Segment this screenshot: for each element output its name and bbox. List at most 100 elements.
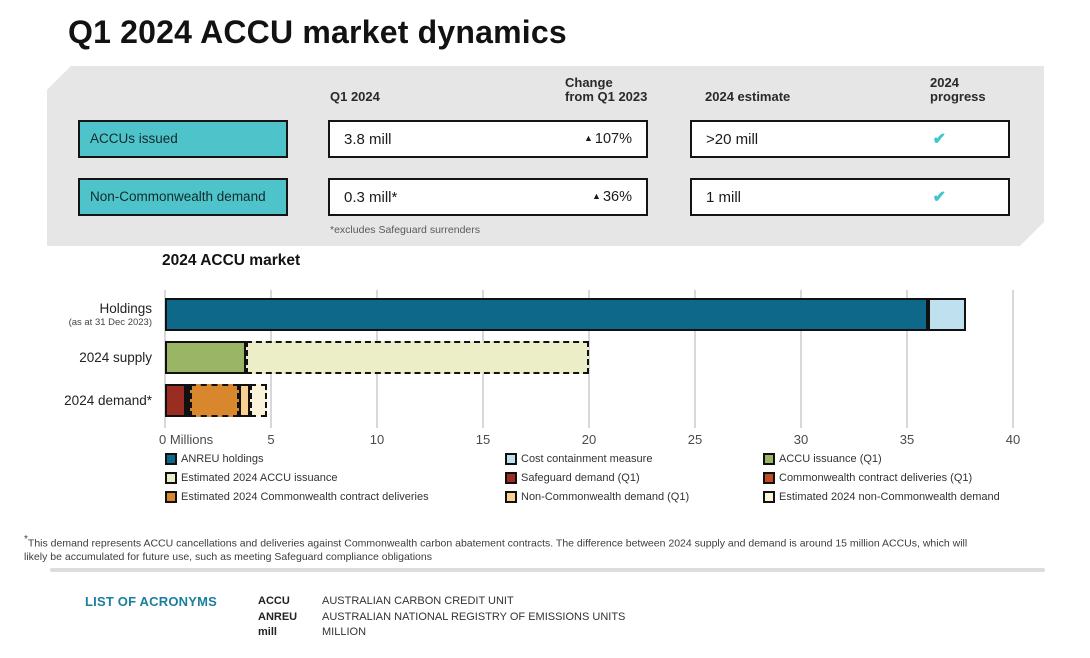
legend-swatch-icon [505,491,517,503]
bar-row-label: 2024 supply [0,341,152,374]
chart-footnote: *This demand represents ACCU cancellatio… [24,533,984,565]
footnote-asterisk: * [24,534,28,545]
gridline [588,290,590,428]
summary-footnote: *excludes Safeguard surrenders [330,224,481,236]
column-header-progress-line1: 2024 [930,75,959,90]
acronym-row: ANREU AUSTRALIAN NATIONAL REGISTRY OF EMI… [258,610,625,626]
bar-row-sublabel: (as at 31 Dec 2023) [68,317,152,328]
accu-market-bar-chart: 2024 ACCU market 0 Millions 5 10 15 20 25 30 35… [0,250,1090,535]
gridline [694,290,696,428]
legend-label: Non-Commonwealth demand (Q1) [521,491,690,503]
change-value: ▲107% [584,131,632,147]
legend-swatch-icon [763,453,775,465]
acronym-definition: AUSTRALIAN NATIONAL REGISTRY OF EMISSION… [322,610,626,623]
bar-segment [165,298,929,331]
legend-swatch-icon [505,453,517,465]
column-header-change-line2: from Q1 2023 [565,89,648,104]
legend-item: Non-Commonwealth demand (Q1) [505,491,763,503]
bar-segment [165,384,187,417]
acronym-term: ANREU [258,610,298,623]
acronyms-list: ACCU AUSTRALIAN CARBON CREDIT UNIT ANREU AU… [258,594,625,641]
bar-row-label-text: 2024 supply [79,350,152,365]
chart-title: 2024 ACCU market [162,252,301,269]
gridline [800,290,802,428]
acronym-row: ACCU AUSTRALIAN CARBON CREDIT UNIT [258,594,625,610]
row-label-accus-issued: ACCUs issued [78,120,288,158]
bar-row-label: 2024 demand* [0,384,152,417]
acronyms-heading: LIST OF ACRONYMS [85,594,217,609]
gridline [1012,290,1014,428]
bar-segment [186,384,191,417]
bar-segment [190,384,240,417]
summary-panel: Q1 2024 Change from Q1 2023 2024 estimat… [47,66,1044,246]
acronym-row: mill MILLION [258,625,625,641]
bar-segment [239,384,250,417]
legend-item: Safeguard demand (Q1) [505,472,763,484]
legend-item: Estimated 2024 Commonwealth contract del… [165,491,505,503]
legend-label: Estimated 2024 ACCU issuance [181,472,338,484]
legend-swatch-icon [165,453,177,465]
check-icon: ✔ [932,189,946,206]
change-value: ▲36% [592,189,632,205]
value-box-estimate-progress: 1 mill ✔ [690,178,1010,216]
bar-segment [245,341,589,374]
legend-label: Safeguard demand (Q1) [521,472,640,484]
legend-item: Cost containment measure [505,453,763,465]
legend-swatch-icon [165,472,177,484]
x-tick-label: 10 [369,432,385,447]
bar-segment [165,341,246,374]
legend-swatch-icon [763,472,775,484]
up-arrow-icon: ▲ [592,191,601,201]
legend-swatch-icon [763,491,775,503]
up-arrow-icon: ▲ [583,133,593,143]
legend-label: Estimated 2024 Commonwealth contract del… [181,491,429,503]
x-tick-label: 5 [267,432,275,447]
change-percent: 36% [602,189,632,205]
chart-legend: ANREU holdings Cost containment measure AC… [165,453,1070,503]
value-box-estimate-progress: >20 mill ✔ [690,120,1010,158]
x-tick-label: 25 [687,432,703,447]
bar-segment [928,298,967,331]
column-header-q1-2024: Q1 2024 [330,89,380,104]
q1-value: 0.3 mill* [344,188,398,206]
bar-row-label-text: 2024 demand* [64,393,152,408]
column-header-progress: 2024 progress [930,76,986,104]
legend-item: Estimated 2024 non-Commonwealth demand [763,491,1070,503]
column-header-change: Change from Q1 2023 [565,76,647,104]
acronym-term: ACCU [258,595,290,607]
bar-segment [249,384,267,417]
x-tick-label: 40 [1005,432,1021,447]
x-tick-label: 0 Millions [159,432,214,447]
q1-value: 3.8 mill [344,130,392,148]
legend-swatch-icon [165,491,177,503]
x-tick-label: 30 [793,432,809,447]
legend-label: Estimated 2024 non-Commonwealth demand [779,491,1000,503]
acronym-definition: MILLION [322,626,367,638]
legend-item: Estimated 2024 ACCU issuance [165,472,505,484]
gridline [906,290,908,428]
footnote-text: This demand represents ACCU cancellation… [24,537,968,564]
x-tick-label: 15 [475,432,491,447]
legend-item: Commonwealth contract deliveries (Q1) [763,472,1070,484]
acronym-term: mill [258,626,277,638]
acronym-definition: AUSTRALIAN CARBON CREDIT UNIT [322,595,514,607]
legend-label: Cost containment measure [521,453,653,465]
column-header-change-line1: Change [565,75,613,90]
x-tick-label: 20 [581,432,597,447]
summary-row: Non-Commonwealth demand 0.3 mill* ▲36% 1… [47,178,1044,216]
change-percent: 107% [594,131,632,147]
estimate-value: 1 mill [706,188,742,206]
bar-row-label: Holdings(as at 31 Dec 2023) [0,298,152,331]
legend-item: ACCU issuance (Q1) [763,453,1070,465]
legend-label: ANREU holdings [181,453,264,465]
value-box-q1-change: 3.8 mill ▲107% [328,120,648,158]
column-header-progress-line2: progress [930,89,986,104]
x-tick-label: 35 [899,432,915,447]
bar-row-label-text: Holdings [99,301,152,316]
page-title: Q1 2024 ACCU market dynamics [68,14,567,50]
legend-label: Commonwealth contract deliveries (Q1) [779,472,973,484]
legend-swatch-icon [505,472,517,484]
column-header-estimate: 2024 estimate [705,89,791,104]
section-divider [50,568,1045,572]
